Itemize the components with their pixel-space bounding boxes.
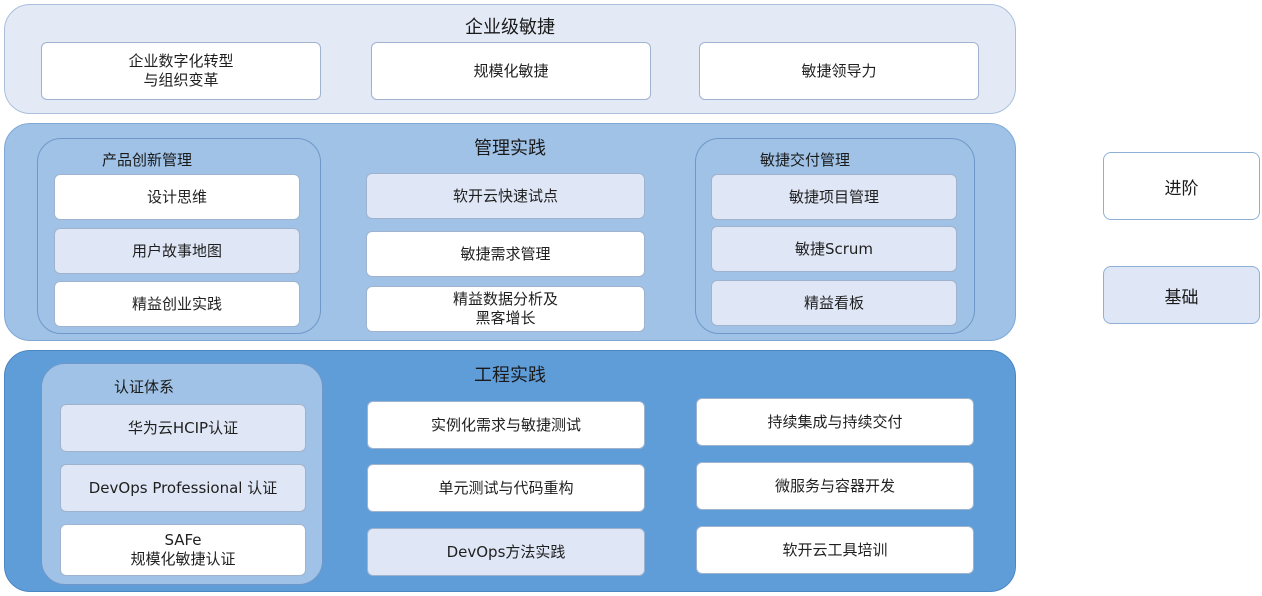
engineering-band: 工程实践 认证体系 华为云HCIP认证 DevOps Professional … — [4, 350, 1016, 592]
ci-cd-box: 持续集成与持续交付 — [696, 398, 974, 446]
scaled-agile-box: 规模化敏捷 — [371, 42, 651, 100]
lean-startup-box: 精益创业实践 — [54, 281, 300, 327]
user-story-map-box: 用户故事地图 — [54, 228, 300, 274]
agile-delivery-group: 敏捷交付管理 敏捷项目管理 敏捷Scrum 精益看板 — [695, 138, 975, 334]
legend-basic: 基础 — [1103, 266, 1260, 324]
agile-requirements-box: 敏捷需求管理 — [366, 231, 645, 277]
tool-training-box: 软开云工具培训 — [696, 526, 974, 574]
agile-project-mgmt-box: 敏捷项目管理 — [711, 174, 957, 220]
enterprise-title: 企业级敏捷 — [465, 17, 555, 38]
management-band: 管理实践 产品创新管理 设计思维 用户故事地图 精益创业实践 软开云快速试点 敏… — [4, 123, 1016, 341]
product-innovation-title: 产品创新管理 — [102, 151, 193, 169]
certification-group: 认证体系 华为云HCIP认证 DevOps Professional 认证 SA… — [41, 363, 323, 585]
microservice-container-box: 微服务与容器开发 — [696, 462, 974, 510]
devops-cert-box: DevOps Professional 认证 — [60, 464, 306, 512]
agile-delivery-title: 敏捷交付管理 — [760, 151, 851, 169]
certification-title: 认证体系 — [114, 378, 175, 396]
design-thinking-box: 设计思维 — [54, 174, 300, 220]
quick-pilot-box: 软开云快速试点 — [366, 173, 645, 219]
specification-testing-box: 实例化需求与敏捷测试 — [367, 401, 645, 449]
lean-data-analysis-box: 精益数据分析及 黑客增长 — [366, 286, 645, 332]
lean-kanban-box: 精益看板 — [711, 280, 957, 326]
legend-advanced: 进阶 — [1103, 152, 1260, 220]
agile-leadership-box: 敏捷领导力 — [699, 42, 979, 100]
hcip-cert-box: 华为云HCIP认证 — [60, 404, 306, 452]
product-innovation-group: 产品创新管理 设计思维 用户故事地图 精益创业实践 — [37, 138, 321, 334]
enterprise-band: 企业级敏捷 企业数字化转型 与组织变革 规模化敏捷 敏捷领导力 — [4, 4, 1016, 114]
engineering-title: 工程实践 — [474, 365, 546, 386]
safe-cert-box: SAFe 规模化敏捷认证 — [60, 524, 306, 576]
unit-test-refactor-box: 单元测试与代码重构 — [367, 464, 645, 512]
digital-transformation-box: 企业数字化转型 与组织变革 — [41, 42, 321, 100]
agile-scrum-box: 敏捷Scrum — [711, 226, 957, 272]
management-title: 管理实践 — [474, 138, 546, 159]
devops-practice-box: DevOps方法实践 — [367, 528, 645, 576]
